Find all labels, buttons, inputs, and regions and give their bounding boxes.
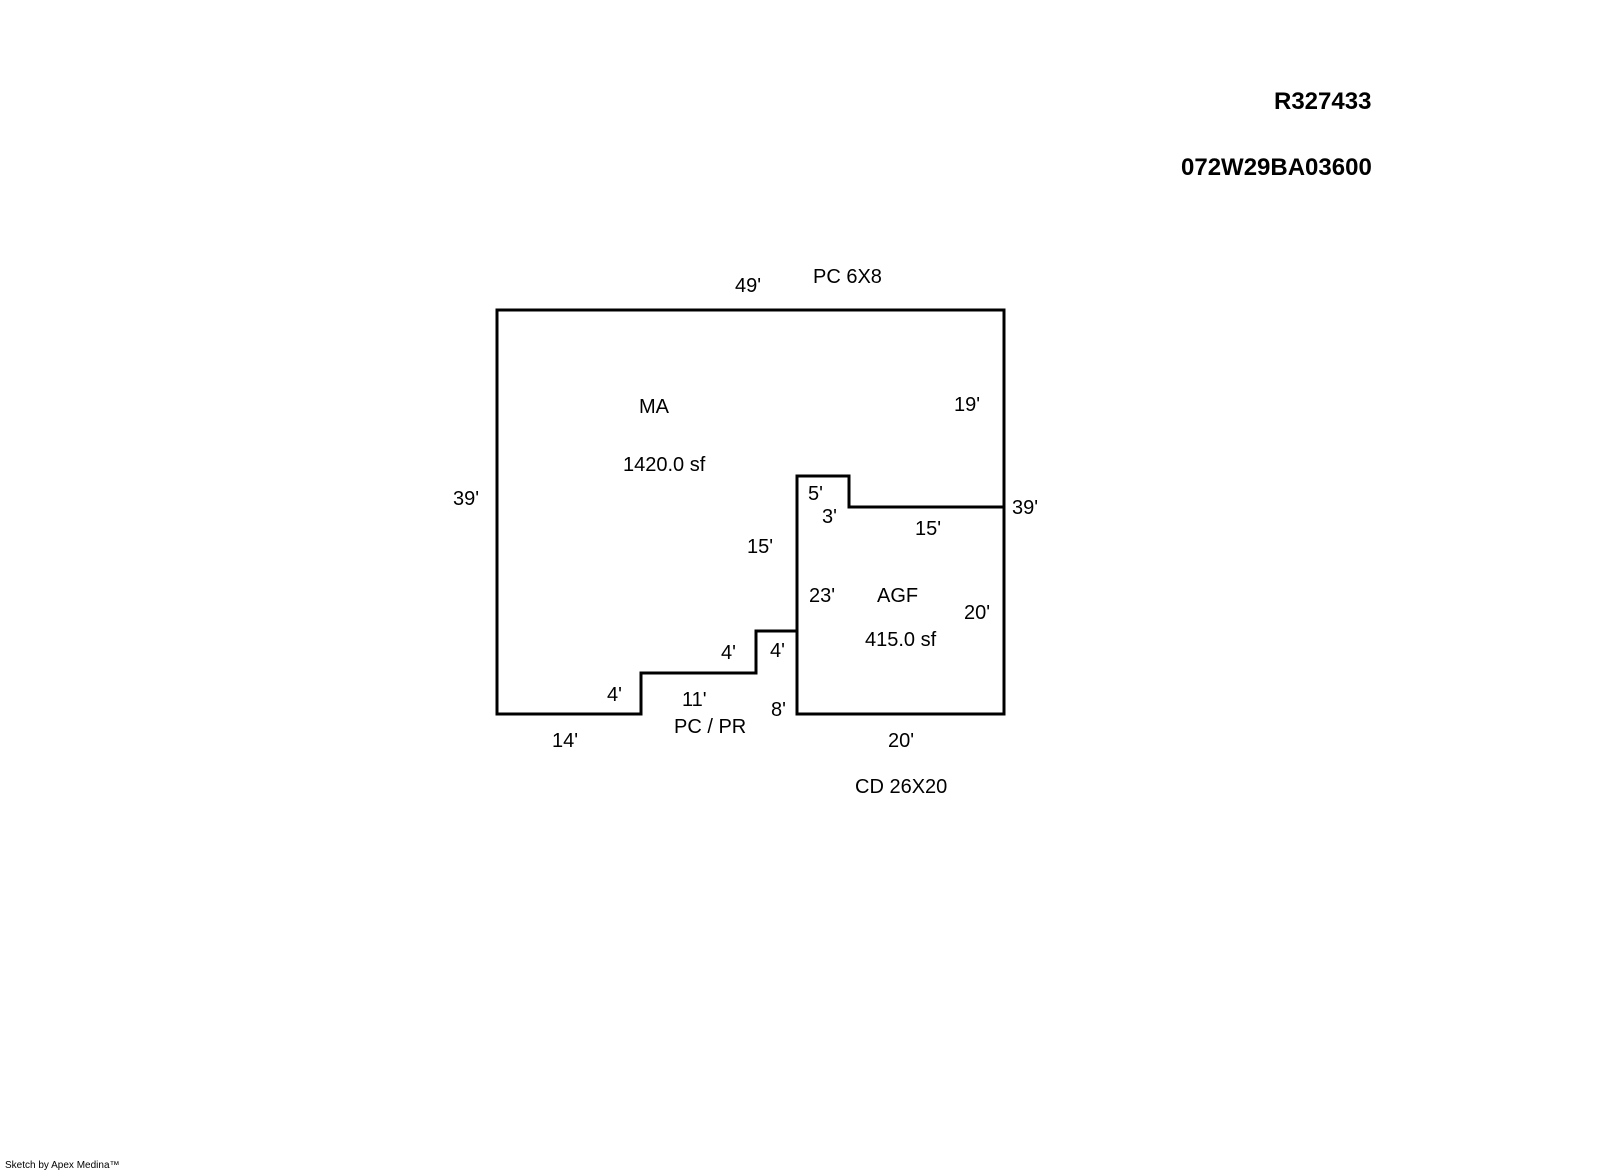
dim-garage-left-lower: 8' <box>771 699 786 721</box>
dim-right-upper: 19' <box>954 394 980 416</box>
dim-right-outer: 39' <box>1012 497 1038 519</box>
dim-notch-drop: 3' <box>822 506 837 528</box>
garage-outline <box>795 474 1004 714</box>
note-porch-top: PC 6X8 <box>813 266 882 288</box>
dim-step1-run: 11' <box>682 689 707 711</box>
dim-left: 39' <box>453 488 479 510</box>
dim-inner-wall: 15' <box>747 536 773 558</box>
map-tax-lot: 072W29BA03600 <box>1181 154 1372 181</box>
dim-top: 49' <box>735 275 761 297</box>
area-code-garage: AGF <box>877 585 918 607</box>
dim-step2-run: 4' <box>770 640 785 662</box>
area-garage-size: 415.0 sf <box>865 629 937 651</box>
dim-bottom-left: 14' <box>552 730 578 752</box>
note-deck: CD 26X20 <box>855 776 947 798</box>
dim-garage-left: 23' <box>809 585 835 607</box>
dim-step2-rise: 4' <box>721 642 736 664</box>
dim-garage-right: 20' <box>964 602 990 624</box>
area-code-main: MA <box>639 396 670 418</box>
sketch-credit: Sketch by Apex Medina™ <box>5 1160 120 1171</box>
dim-step1-rise: 4' <box>607 684 622 706</box>
dim-garage-top: 15' <box>915 518 941 540</box>
dim-notch-top: 5' <box>808 483 823 505</box>
area-main-size: 1420.0 sf <box>623 454 706 476</box>
dim-garage-bottom: 20' <box>888 730 914 752</box>
account-id: R327433 <box>1274 88 1371 115</box>
main-area-outline <box>495 308 1006 716</box>
note-porch-bottom: PC / PR <box>674 716 746 738</box>
